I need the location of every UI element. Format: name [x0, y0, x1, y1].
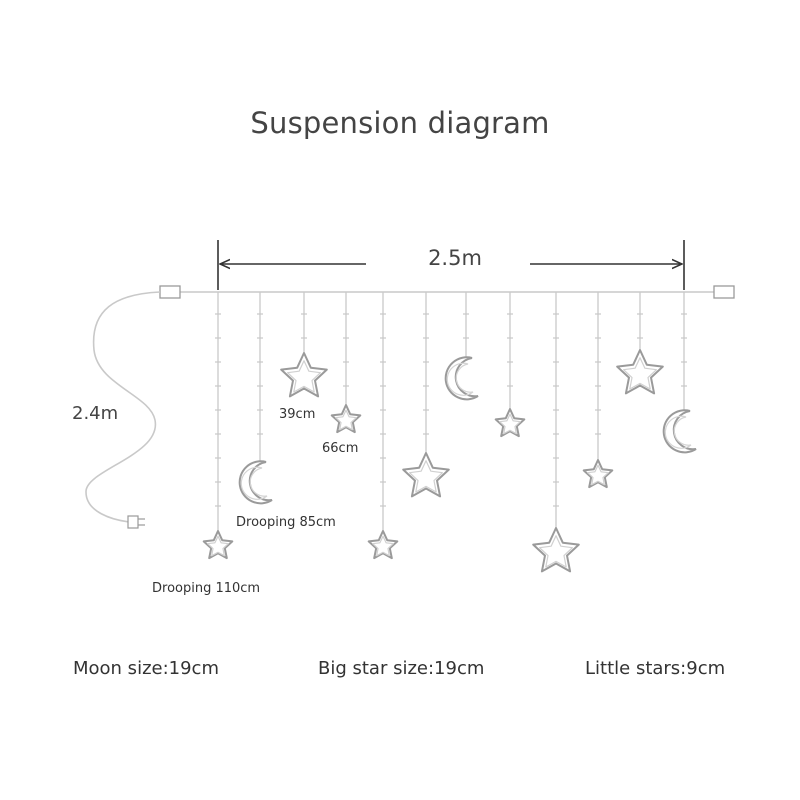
moon-size-label: Moon size:19cm: [73, 658, 219, 679]
right-end-cap: [713, 285, 735, 299]
big-star-icon: [532, 527, 580, 573]
power-cable: [85, 291, 161, 523]
little-star-icon: [330, 404, 362, 434]
big-star-icon: [280, 352, 328, 398]
little-star-size-label: Little stars:9cm: [585, 658, 726, 679]
strand-8: [494, 292, 526, 438]
strands-group: [202, 292, 697, 573]
moon-icon: [238, 460, 273, 505]
plug-icon: [127, 515, 145, 529]
cable-length-label: 2.4m: [72, 403, 119, 424]
strand-3: [280, 292, 328, 398]
strand-7: [444, 292, 479, 401]
strand-4: [330, 292, 362, 434]
moon-icon: [444, 356, 479, 401]
strand-12: [662, 292, 697, 454]
left-end-cap: [159, 285, 181, 299]
moon-icon: [662, 409, 697, 454]
big-star-icon: [402, 452, 450, 498]
strand-2: [238, 292, 273, 505]
width-dimension: [217, 240, 685, 290]
diagram-title: Suspension diagram: [250, 106, 550, 140]
little-star-icon: [202, 530, 234, 560]
big-star-size-label: Big star size:19cm: [318, 658, 485, 679]
little-star-icon: [367, 530, 399, 560]
width-dimension-label: 2.5m: [428, 246, 482, 270]
drop-label-110cm: Drooping 110cm: [152, 581, 261, 596]
little-star-icon: [494, 408, 526, 438]
strand-9: [532, 292, 580, 573]
big-star-icon: [616, 349, 664, 395]
drop-label-39cm: 39cm: [279, 407, 316, 422]
strand-5: [367, 292, 399, 560]
strand-1: [202, 292, 234, 560]
strand-10: [582, 292, 614, 489]
strand-11: [616, 292, 664, 395]
strand-6: [402, 292, 450, 498]
little-star-icon: [582, 459, 614, 489]
drop-label-85cm: Drooping 85cm: [236, 515, 336, 530]
drop-label-66cm: 66cm: [322, 441, 359, 456]
